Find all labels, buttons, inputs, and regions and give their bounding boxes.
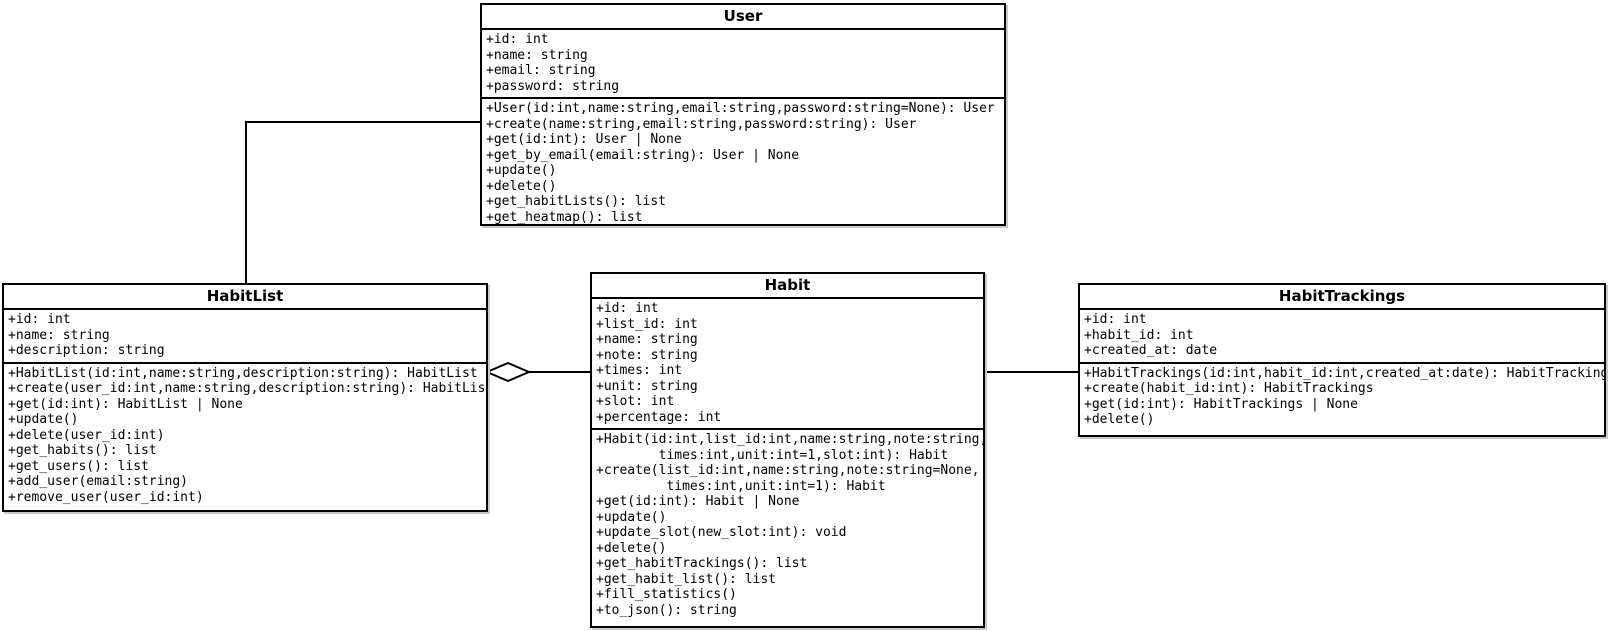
class-box-habitlist: HabitList +id: int +name: string +descri… <box>2 283 488 512</box>
method-row: +get_habitTrackings(): list <box>596 556 808 571</box>
attribute-row: +email: string <box>486 63 596 78</box>
method-row: +HabitList(id:int,name:string,descriptio… <box>8 365 478 381</box>
attribute-row: +id: int <box>486 32 549 47</box>
attribute-row: +id: int <box>1084 312 1147 327</box>
class-title-user: User <box>482 5 1004 30</box>
attribute-row: +note: string <box>596 347 698 363</box>
method-row: +get_users(): list <box>8 458 149 474</box>
method-row: +get(id:int): HabitTrackings | None <box>1084 396 1358 412</box>
method-row: +create(habit_id:int): HabitTrackings <box>1084 381 1374 396</box>
method-row: +delete() <box>1084 412 1155 427</box>
attributes-section-habitlist: +id: int +name: string +description: str… <box>4 310 486 364</box>
class-box-user: User +id: int +name: string +email: stri… <box>480 3 1006 226</box>
method-row: +delete() <box>596 540 667 556</box>
method-row: +create(user_id:int,name:string,descript… <box>8 381 488 396</box>
attributes-section-user: +id: int +name: string +email: string +p… <box>482 30 1004 99</box>
method-row: +get(id:int): Habit | None <box>596 494 800 509</box>
method-row: +get_habits(): list <box>8 443 157 458</box>
methods-section-habittrackings: +HabitTrackings(id:int,habit_id:int,crea… <box>1080 364 1604 436</box>
aggregation-diamond-icon <box>486 362 530 382</box>
class-title-habitlist: HabitList <box>4 285 486 310</box>
method-row: +User(id:int,name:string,email:string,pa… <box>486 101 995 116</box>
attribute-row: +times: int <box>596 363 683 378</box>
attributes-section-habittrackings: +id: int +habit_id: int +created_at: dat… <box>1080 310 1604 364</box>
method-row: +add_user(email:string) <box>8 474 189 489</box>
method-row: +get_habitLists(): list <box>486 194 667 209</box>
method-row: +get_by_email(email:string): User | None <box>486 147 800 163</box>
method-row: +update() <box>486 163 557 178</box>
method-row: +get_habit_list(): list <box>596 571 777 587</box>
method-row: +HabitTrackings(id:int,habit_id:int,crea… <box>1084 365 1606 381</box>
user-habitlist-connector-vertical <box>245 121 247 285</box>
attribute-row: +id: int <box>8 312 71 327</box>
attribute-row: +created_at: date <box>1084 343 1218 358</box>
method-row: times:int,unit:int=1): Habit <box>596 478 886 494</box>
method-row: times:int,unit:int=1,slot:int): Habit <box>596 447 949 463</box>
method-row: +get(id:int): HabitList | None <box>8 396 243 412</box>
method-row: +to_json(): string <box>596 602 737 618</box>
methods-section-habitlist: +HabitList(id:int,name:string,descriptio… <box>4 364 486 511</box>
class-title-habittrackings: HabitTrackings <box>1080 285 1604 310</box>
methods-section-habit: +Habit(id:int,list_id:int,name:string,no… <box>592 430 983 626</box>
method-row: +update() <box>8 412 79 427</box>
method-row: +delete() <box>486 178 557 194</box>
attribute-row: +id: int <box>596 301 659 316</box>
attribute-row: +name: string <box>596 332 698 347</box>
method-row: +update_slot(new_slot:int): void <box>596 525 847 540</box>
attribute-row: +description: string <box>8 343 165 358</box>
habitlist-habit-connector <box>526 371 590 373</box>
method-row: +delete(user_id:int) <box>8 427 165 443</box>
attribute-row: +name: string <box>486 47 588 63</box>
method-row: +update() <box>596 509 667 525</box>
attribute-row: +password: string <box>486 78 620 94</box>
attribute-row: +list_id: int <box>596 316 698 332</box>
class-title-habit: Habit <box>592 274 983 299</box>
attribute-row: +name: string <box>8 327 110 343</box>
class-box-habit: Habit +id: int +list_id: int +name: stri… <box>590 272 985 628</box>
habit-habittrackings-connector <box>983 371 1080 373</box>
attributes-section-habit: +id: int +list_id: int +name: string +no… <box>592 299 983 430</box>
method-row: +get(id:int): User | None <box>486 132 682 147</box>
user-habitlist-connector-horizontal <box>245 121 482 123</box>
method-row: +create(list_id:int,name:string,note:str… <box>596 463 980 478</box>
attribute-row: +percentage: int <box>596 409 722 425</box>
class-box-habittrackings: HabitTrackings +id: int +habit_id: int +… <box>1078 283 1606 437</box>
method-row: +create(name:string,email:string,passwor… <box>486 116 917 132</box>
method-row: +remove_user(user_id:int) <box>8 489 204 505</box>
attribute-row: +habit_id: int <box>1084 327 1194 343</box>
method-row: +fill_statistics() <box>596 587 737 602</box>
methods-section-user: +User(id:int,name:string,email:string,pa… <box>482 99 1004 224</box>
method-row: +get_heatmap(): list <box>486 209 643 225</box>
method-row: +Habit(id:int,list_id:int,name:string,no… <box>596 432 985 447</box>
attribute-row: +unit: string <box>596 378 698 394</box>
attribute-row: +slot: int <box>596 394 675 409</box>
